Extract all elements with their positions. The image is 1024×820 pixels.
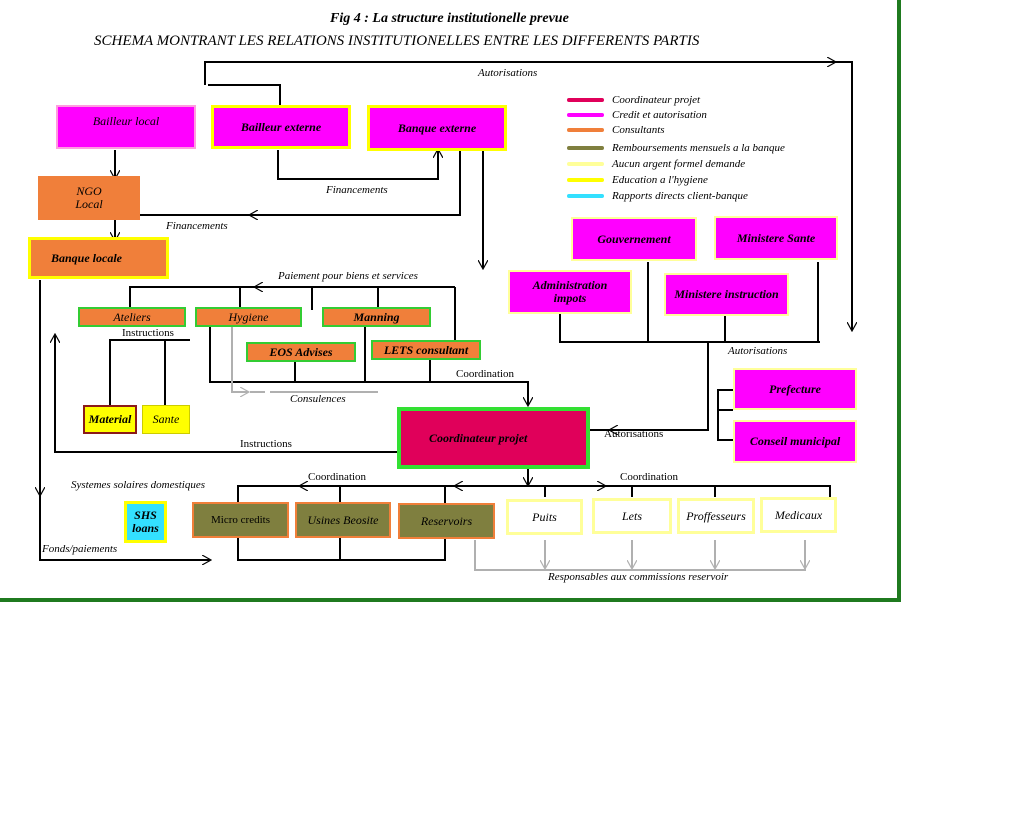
legend-item: Consultants (567, 124, 665, 136)
figure-title: Fig 4 : La structure institutionelle pre… (330, 11, 569, 26)
node-label: Banque externe (397, 120, 477, 135)
node-label: Conseil municipal (749, 434, 841, 448)
label-financements-2: Financements (166, 220, 228, 232)
label-instructions-2: Instructions (240, 438, 292, 450)
label-instructions-1: Instructions (122, 327, 174, 339)
node-label: Bailleur externe (240, 119, 322, 134)
node-proffesseurs: Proffesseurs (677, 498, 755, 534)
node-prefecture: Prefecture (733, 368, 857, 410)
node-ministere-instruction: Ministere instruction (664, 273, 789, 316)
legend-swatch (567, 162, 604, 166)
label-autorisations-mid: Autorisations (604, 428, 664, 440)
node-label: SHS (134, 508, 157, 522)
legend-item: Coordinateur projet (567, 94, 700, 106)
legend-label: Education a l'hygiene (612, 174, 708, 186)
node-conseil-municipal: Conseil municipal (733, 420, 857, 463)
node-label: Gouvernement (597, 231, 671, 246)
legend-swatch (567, 178, 604, 182)
label-coordination-3: Coordination (620, 471, 679, 483)
node-banque-locale: Banque locale (28, 237, 169, 279)
node-label: Reservoirs (420, 513, 473, 528)
legend-item: Aucun argent formel demande (567, 158, 745, 170)
legend-swatch (567, 194, 604, 198)
legend-swatch (567, 98, 604, 102)
legend-label: Credit et autorisation (612, 109, 707, 121)
node-shs-loans: SHS loans (124, 501, 167, 543)
node-administration-impots: Administration impots (508, 270, 632, 314)
node-label: Hygiene (228, 309, 269, 324)
label-consulences: Consulences (290, 393, 346, 405)
node-gouvernement: Gouvernement (571, 217, 697, 261)
node-label: impots (553, 291, 587, 305)
label-autorisations-top: Autorisations (478, 67, 538, 79)
node-label: NGO (76, 184, 102, 198)
node-ministere-sante: Ministere Sante (714, 216, 838, 260)
label-fonds-paiements: Fonds/paiements (42, 543, 118, 555)
node-label: Coordinateur projet (429, 430, 528, 445)
figure-subtitle: SCHEMA MONTRANT LES RELATIONS INSTITUTIO… (94, 33, 700, 49)
node-manning: Manning (322, 307, 431, 327)
legend-item: Remboursements mensuels a la banque (567, 142, 785, 154)
node-label: Manning (353, 309, 400, 324)
node-label: Material (88, 412, 132, 426)
node-ateliers: Ateliers (78, 307, 186, 327)
node-usines-beosite: Usines Beosite (295, 502, 391, 538)
node-label: Proffesseurs (686, 508, 746, 523)
label-systemes-solaires: Systemes solaires domestiques (71, 479, 206, 491)
label-coordination-1: Coordination (456, 368, 515, 380)
node-label: Lets (621, 508, 642, 523)
legend-item: Credit et autorisation (567, 109, 707, 121)
label-coordination-2: Coordination (308, 471, 367, 483)
legend-item: Education a l'hygiene (567, 174, 708, 186)
node-label: Ateliers (113, 309, 151, 324)
legend-swatch (567, 128, 604, 132)
node-sante: Sante (142, 405, 190, 434)
legend-label: Consultants (612, 124, 665, 136)
label-responsables: Responsables aux commissions reservoir (548, 571, 729, 583)
node-label: Prefecture (769, 381, 821, 396)
node-hygiene: Hygiene (195, 307, 302, 327)
node-puits: Puits (506, 499, 583, 535)
node-label: Bailleur local (92, 114, 160, 128)
node-label: Sante (152, 412, 180, 426)
node-bailleur-externe: Bailleur externe (211, 105, 351, 149)
node-label: Administration (532, 278, 608, 292)
label-autorisations-right: Autorisations (728, 345, 788, 357)
node-label: Medicaux (774, 507, 823, 522)
legend-swatch (567, 146, 604, 150)
node-banque-externe: Banque externe (367, 105, 507, 151)
node-bailleur-local: Bailleur local (56, 105, 196, 149)
node-reservoirs: Reservoirs (398, 503, 495, 539)
node-medicaux: Medicaux (760, 497, 837, 533)
node-label: Local (75, 197, 103, 211)
node-label: Puits (532, 509, 557, 524)
node-label: EOS Advises (269, 344, 333, 359)
node-label: Banque locale (51, 250, 122, 265)
legend-label: Aucun argent formel demande (612, 158, 746, 170)
legend-swatch (567, 113, 604, 117)
legend-label: Rapports directs client-banque (612, 190, 748, 202)
node-label: Usines Beosite (307, 512, 379, 527)
node-label: Ministere instruction (674, 287, 779, 301)
label-financements-1: Financements (326, 184, 388, 196)
node-eos-advises: EOS Advises (246, 342, 356, 362)
node-lets: Lets (592, 498, 672, 534)
legend-item: Rapports directs client-banque (567, 190, 748, 202)
node-label: Micro credits (211, 513, 270, 526)
node-material: Material (83, 405, 137, 434)
diagram-frame (0, 0, 901, 602)
legend-label: Coordinateur projet (612, 94, 701, 106)
node-lets-consultant: LETS consultant (371, 340, 481, 360)
node-label: loans (132, 521, 159, 535)
label-paiement: Paiement pour biens et services (278, 270, 418, 282)
legend-label: Remboursements mensuels a la banque (612, 142, 785, 154)
node-ngo-local: NGO Local (38, 176, 140, 220)
node-micro-credits: Micro credits (192, 502, 289, 538)
node-label: LETS consultant (383, 342, 469, 357)
node-label: Ministere Sante (736, 230, 816, 245)
node-coordinateur-projet: Coordinateur projet (397, 407, 590, 469)
